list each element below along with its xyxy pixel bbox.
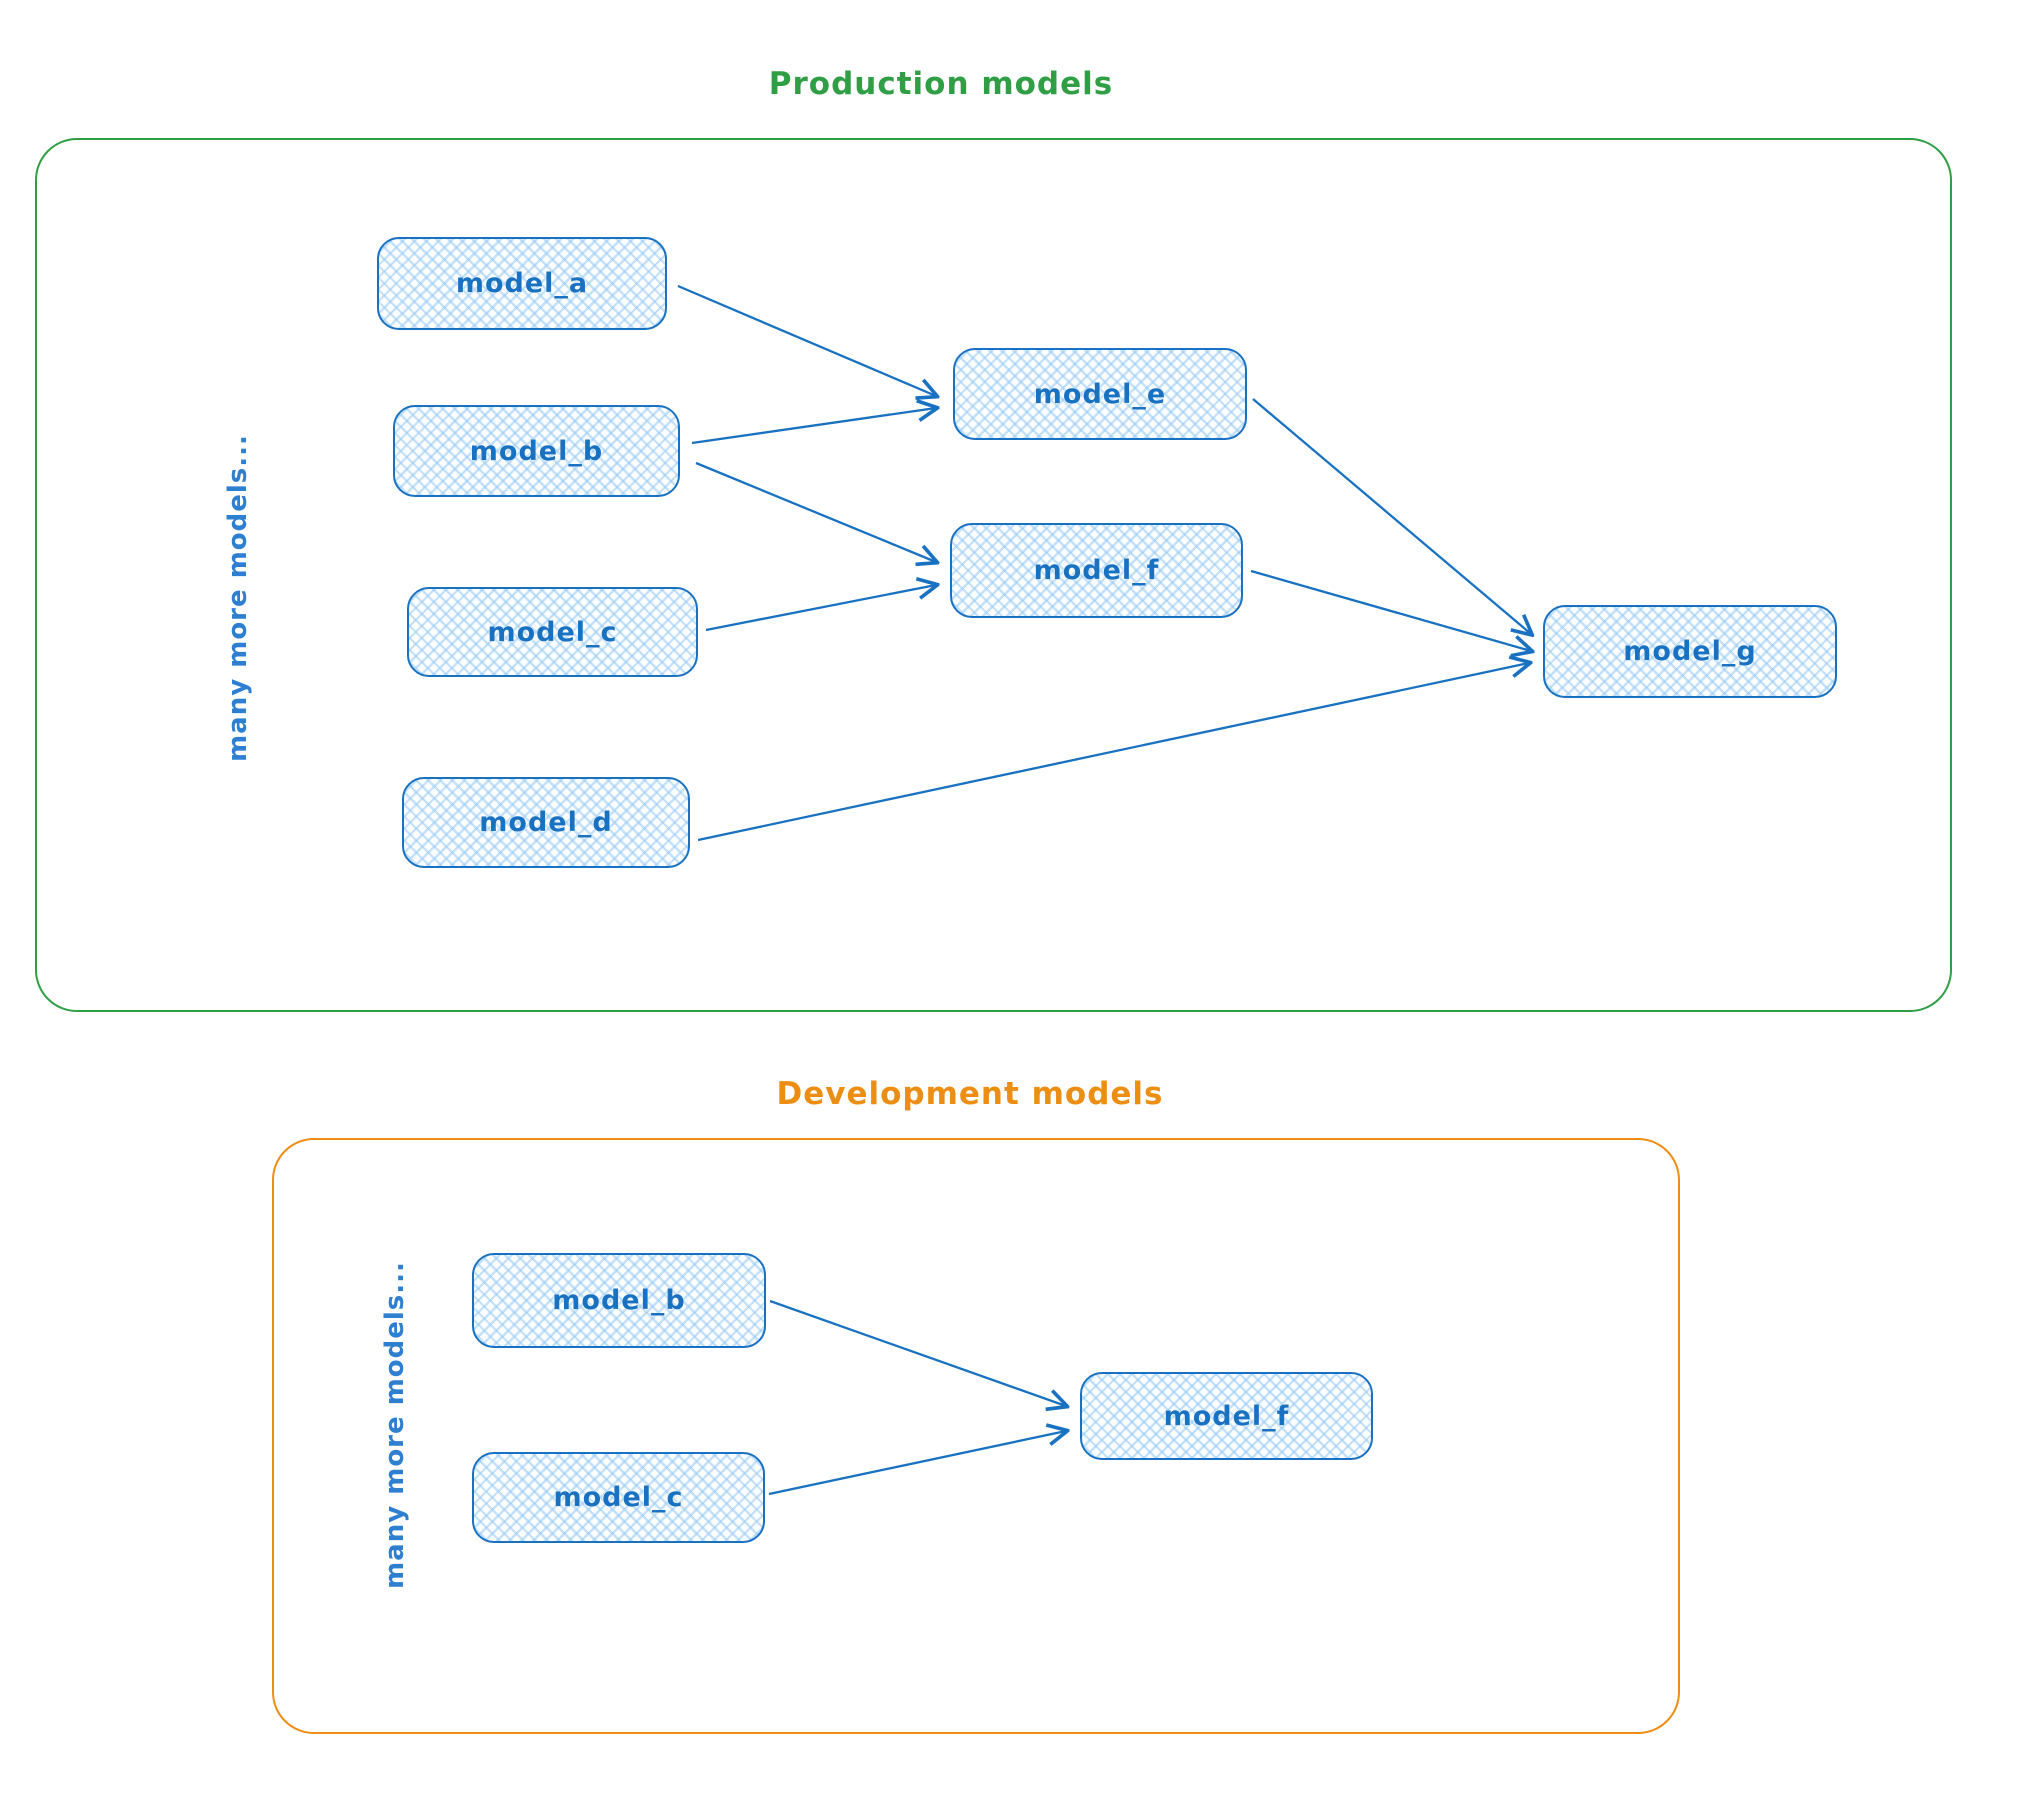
node-label: model_e xyxy=(1033,378,1167,410)
node-production-model_c: model_c xyxy=(407,587,698,677)
node-label: model_g xyxy=(1623,636,1757,667)
node-label: model_d xyxy=(479,807,613,838)
node-production-model_g: model_g xyxy=(1543,605,1837,698)
production-frame xyxy=(35,138,1952,1012)
node-label: model_c xyxy=(487,616,618,648)
node-production-model_a: model_a xyxy=(377,237,667,330)
node-production-model_e: model_e xyxy=(953,348,1247,440)
node-label: model_a xyxy=(455,268,589,299)
node-development-model_f: model_f xyxy=(1080,1372,1373,1460)
production-side-label: many more models... xyxy=(223,434,253,762)
node-label: model_f xyxy=(1033,555,1160,586)
node-production-model_f: model_f xyxy=(950,523,1243,618)
development-section-title: Development models xyxy=(776,1076,1164,1112)
production-section-title: Production models xyxy=(768,66,1114,102)
node-production-model_b: model_b xyxy=(393,405,680,497)
development-side-label: many more models... xyxy=(380,1261,410,1589)
development-frame xyxy=(272,1138,1680,1734)
node-label: model_f xyxy=(1163,1400,1290,1432)
node-label: model_b xyxy=(552,1285,686,1316)
node-development-model_b: model_b xyxy=(472,1253,766,1348)
node-development-model_c: model_c xyxy=(472,1452,765,1543)
node-production-model_d: model_d xyxy=(402,777,690,868)
node-label: model_b xyxy=(469,435,604,467)
node-label: model_c xyxy=(553,1482,684,1513)
